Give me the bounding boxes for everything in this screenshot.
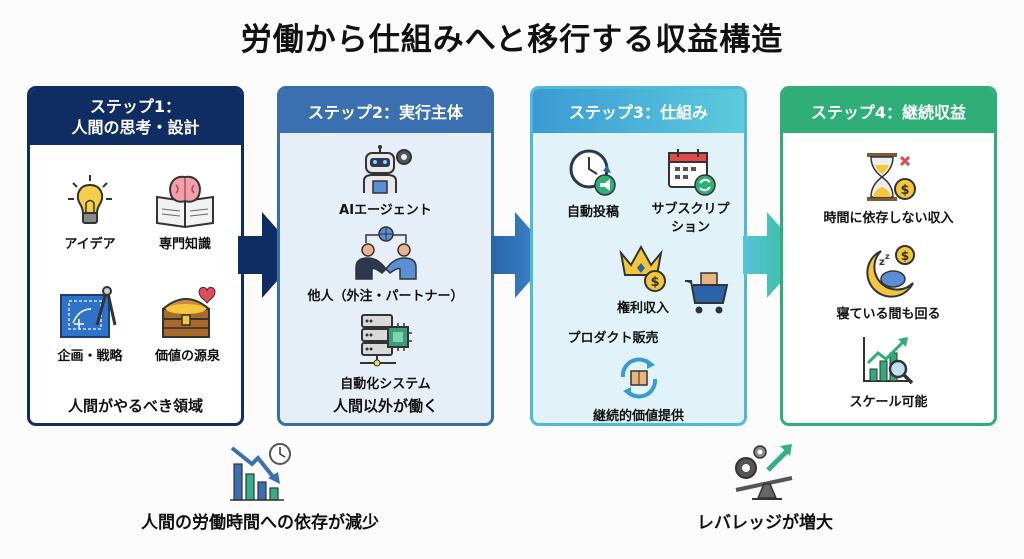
item-label: 専門知識 — [158, 237, 211, 252]
svg-text:$: $ — [900, 183, 909, 198]
declining-chart-clock-icon — [230, 443, 291, 501]
moon-sleep-coin-icon: z z $ — [865, 245, 915, 298]
item-label: 寝ている間も回る — [836, 307, 941, 322]
step-3-item-royalty: $ 権利収入 — [593, 241, 693, 316]
step-4-item-time-independent: $ 時間に依存しない収入 — [783, 151, 994, 226]
svg-text:z: z — [885, 252, 890, 261]
item-label: 自動投稿 — [566, 205, 619, 220]
handshake-globe-icon — [354, 226, 417, 280]
step-2-header: ステップ2：実行主体 — [280, 89, 491, 133]
robot-gear-icon — [362, 145, 412, 194]
step-4-item-scalable: スケール可能 — [783, 333, 994, 410]
cart-box-icon — [685, 272, 729, 314]
cart-box-icon-wrap — [683, 271, 729, 319]
step-2-footer: 人間以外が働く — [332, 397, 438, 415]
item-label-line1: サブスクリプ — [651, 202, 730, 217]
crown-coin-icon: $ — [619, 244, 666, 292]
brain-book-icon — [156, 175, 214, 229]
item-label: 自動化システム — [340, 377, 431, 392]
bottom-label: レバレッジが増大 — [697, 513, 833, 533]
step-2-card: ステップ2：実行主体 AIエージェント — [277, 86, 494, 426]
step-3-item-subscription: サブスクリプ ション — [638, 147, 743, 237]
arrow-step3-to-step4 — [743, 212, 805, 298]
hourglass-coin-icon: $ — [866, 153, 916, 201]
step-3-header: ステップ3：仕組み — [533, 89, 744, 133]
step-2-item-ai-agent: AIエージェント — [280, 145, 491, 218]
item-label: 企画・戦略 — [57, 349, 123, 364]
step-1-card: ステップ1： 人間の思考・設計 アイデア 専門 — [27, 86, 244, 426]
server-chip-icon — [359, 314, 412, 367]
step-1-header-line2: 人間の思考・設計 — [71, 118, 200, 137]
svg-text:z: z — [879, 257, 885, 268]
step-1-item-idea: アイデア — [50, 173, 130, 252]
step-3-item-auto-post: 自動投稿 — [553, 147, 633, 220]
item-label: AIエージェント — [339, 203, 432, 218]
step-1-header: ステップ1： 人間の思考・設計 — [30, 89, 241, 145]
arrow-step1-to-step2 — [238, 212, 300, 298]
item-label: 時間に依存しない収入 — [823, 211, 954, 226]
item-label-line2: ション — [670, 220, 710, 235]
step-4-card: ステップ4：継続収益 $ 時間に依存しない収入 z z $ — [780, 86, 997, 426]
lightbulb-icon — [68, 175, 112, 224]
step-1-item-value-source: 価値の源泉 — [140, 285, 235, 364]
treasure-chest-icon — [161, 286, 216, 338]
page-title: 労働から仕組みへと移行する収益構造 — [240, 22, 784, 58]
bottom-labor-dependency: 人間の労働時間への依存が減少 — [110, 442, 410, 533]
step-3-item-product-sales: プロダクト販売 — [533, 327, 693, 346]
arrow-step2-to-step3 — [491, 212, 553, 298]
bottom-label: 人間の労働時間への依存が減少 — [141, 513, 379, 533]
growth-chart-magnifier-icon — [862, 337, 913, 385]
gears-lever-arrow-icon — [735, 444, 793, 500]
step-1-item-planning: 企画・戦略 — [45, 285, 135, 364]
item-label: 継続的価値提供 — [592, 409, 684, 424]
step-1-item-expertise: 専門知識 — [140, 173, 230, 252]
svg-text:$: $ — [650, 275, 659, 290]
step-1-footer: 人間がやるべき領域 — [67, 397, 203, 415]
step-2-item-automation: 自動化システム — [280, 313, 491, 392]
item-label: 価値の源泉 — [154, 349, 220, 364]
step-4-header: ステップ4：継続収益 — [783, 89, 994, 133]
step-2-item-others: 他人（外注・パートナー） — [280, 225, 491, 304]
calendar-repeat-icon — [667, 149, 716, 196]
svg-text:$: $ — [900, 249, 908, 263]
item-label: 他人（外注・パートナー） — [307, 289, 464, 304]
clock-megaphone-icon — [569, 149, 616, 196]
step-3-item-continuous-value: 継続的価値提供 — [533, 355, 744, 424]
step-1-header-line1: ステップ1： — [89, 97, 182, 116]
item-label: 権利収入 — [616, 301, 669, 316]
bottom-leverage: レバレッジが増大 — [650, 440, 880, 533]
item-label: スケール可能 — [849, 395, 928, 410]
item-label: アイデア — [64, 237, 116, 252]
cycle-box-icon — [620, 357, 657, 399]
step-3-card: ステップ3：仕組み 自動投稿 サブスクリプ ション — [530, 86, 747, 426]
blueprint-compass-icon — [60, 286, 117, 338]
step-4-item-while-sleeping: z z $ 寝ている間も回る — [783, 243, 994, 322]
item-label: プロダクト販売 — [567, 331, 659, 346]
